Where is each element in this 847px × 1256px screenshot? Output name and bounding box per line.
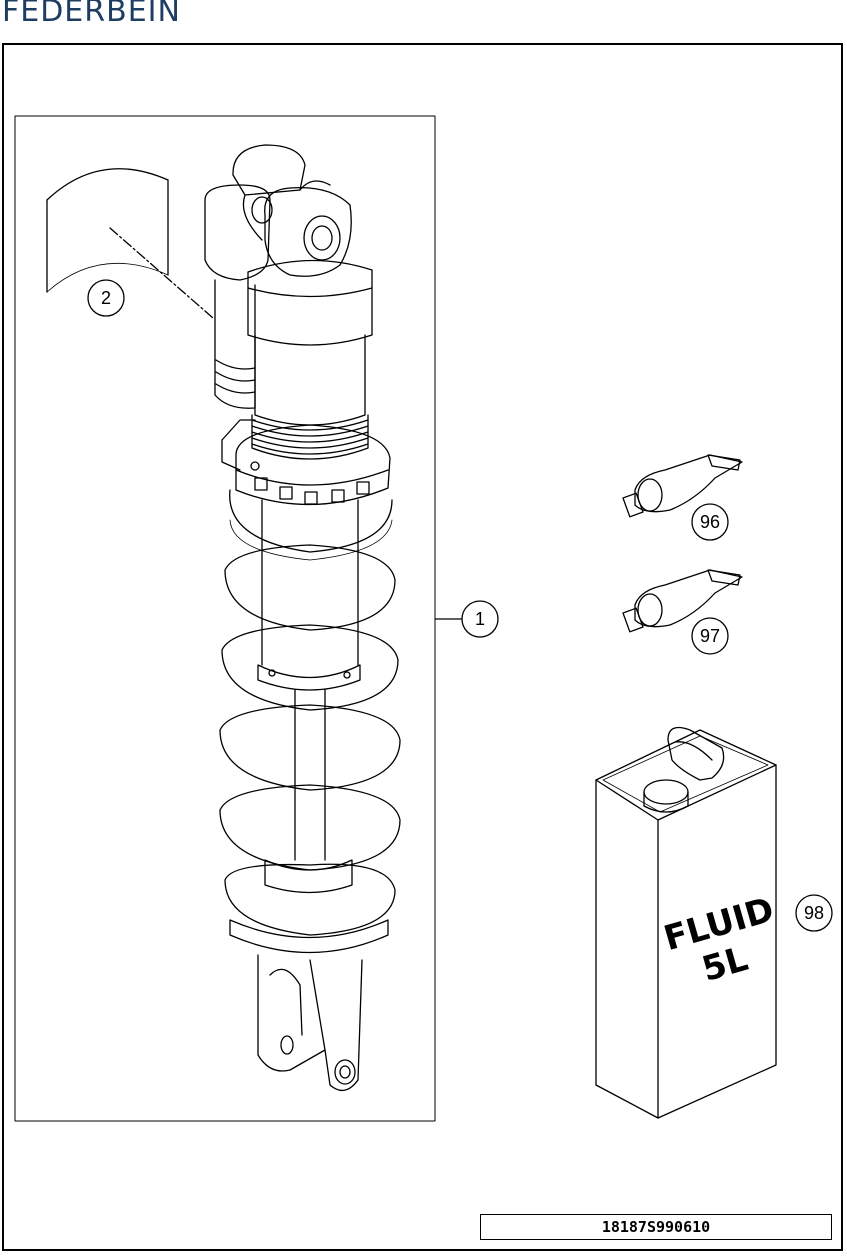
callout-96 [691, 503, 729, 541]
callout-1 [434, 600, 499, 638]
protective-film-drawing [46, 168, 214, 319]
callout-1-number: 1 [475, 609, 485, 629]
callout-98-number: 98 [804, 903, 824, 923]
callout-97-number: 97 [700, 626, 720, 646]
page-title: FEDERBEIN [2, 0, 181, 29]
callout-2 [87, 279, 125, 317]
shock-absorber-drawing [204, 144, 401, 1092]
fluid-canister-drawing [595, 726, 777, 1119]
drawing-code: 18187S990610 [480, 1214, 832, 1240]
callout-97 [691, 617, 729, 655]
callout-96-number: 96 [700, 512, 720, 532]
diagram-frame [2, 43, 843, 1251]
shock-assembly-frame [14, 115, 436, 1122]
callout-2-number: 2 [101, 288, 111, 308]
callout-98 [795, 894, 833, 932]
grease-tube-b-drawing [622, 569, 743, 633]
grease-tube-a-drawing [622, 454, 743, 518]
